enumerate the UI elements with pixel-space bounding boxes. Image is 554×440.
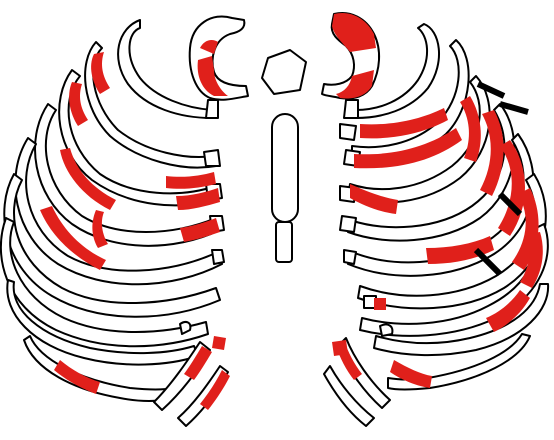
clavicle-right	[322, 13, 379, 99]
lesion-right-3	[460, 96, 481, 162]
lesion-left-11	[212, 336, 226, 350]
xiphoid	[276, 222, 292, 262]
sternum-body	[272, 114, 298, 222]
lesion-right-11	[374, 298, 386, 310]
manubrium	[262, 50, 306, 94]
clavicle-left	[190, 16, 248, 99]
lesion-right-14	[332, 340, 348, 356]
